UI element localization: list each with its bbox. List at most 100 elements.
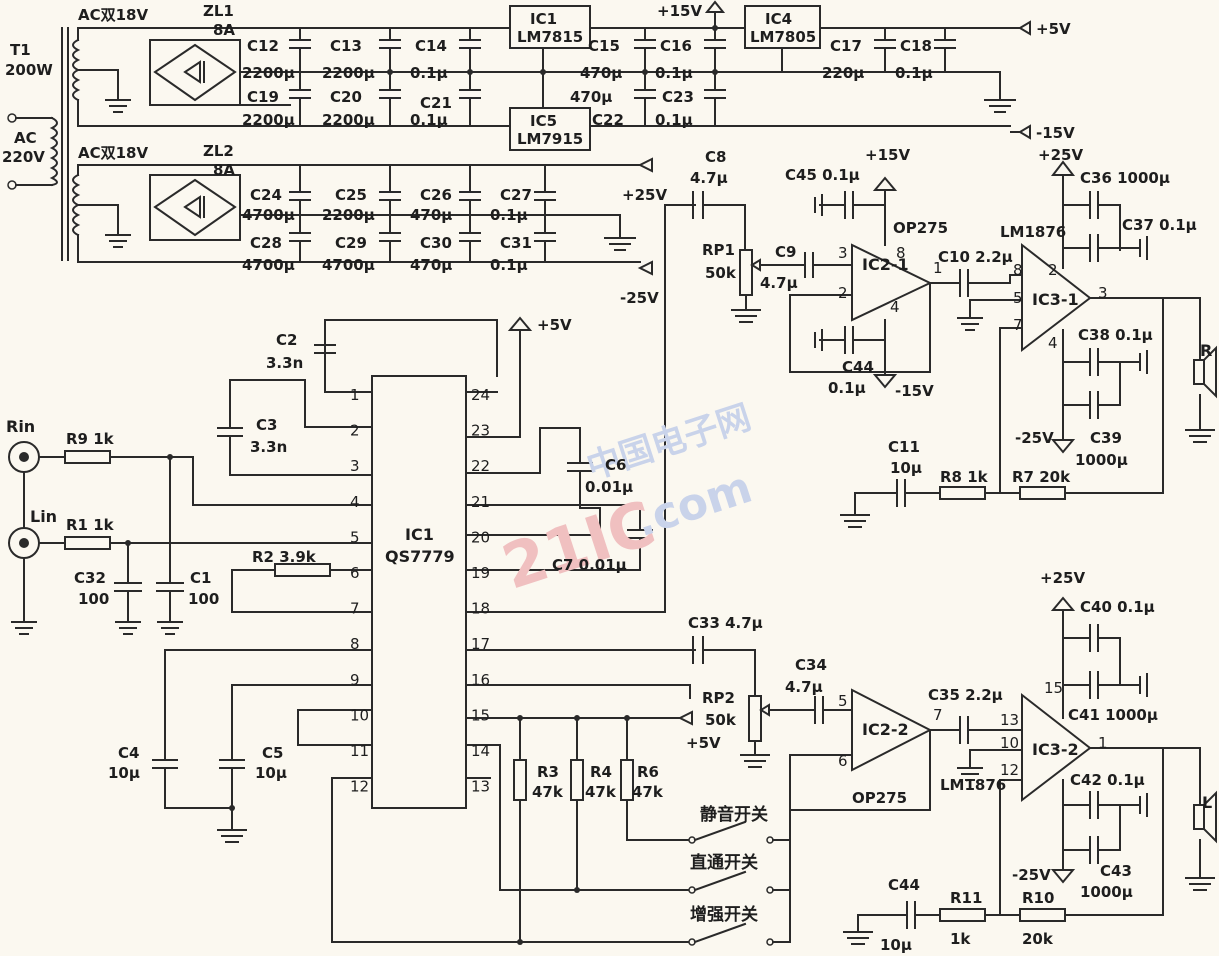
cap-c36 [1062, 191, 1121, 251]
cap-c8 [692, 191, 704, 219]
c34-ref: C34 [795, 656, 827, 674]
speaker-l-label: L [1202, 793, 1212, 812]
amp-pin-number: 1 [1098, 734, 1108, 752]
amp-pin-number: 4 [1048, 334, 1058, 352]
transformer-name: T1 [10, 41, 31, 59]
c1-val: 100 [188, 590, 219, 608]
c29-val: 4700μ [322, 256, 375, 274]
amp-r-m25: -25V [1015, 429, 1054, 447]
c42-label: C42 0.1μ [1070, 771, 1145, 789]
amp-pin-number: 5 [838, 692, 848, 710]
reg-ic5-name: IC5 [530, 112, 557, 130]
pin15-p5-label: +5V [686, 734, 721, 752]
c44r-ref: C44 [842, 358, 874, 376]
amp-pin-number: 1 [933, 259, 943, 277]
amp-pin-number: 15 [1044, 679, 1063, 697]
resistor-r10 [1019, 908, 1066, 922]
resistor-r3 [513, 759, 527, 801]
c16-val: 0.1μ [655, 64, 693, 82]
amp-pin-number: 12 [1000, 761, 1019, 779]
supply2-cap-bank [289, 164, 636, 263]
c17-ref: C17 [830, 37, 862, 55]
c19-ref: C19 [247, 88, 279, 106]
c28-val: 4700μ [242, 256, 295, 274]
supply1-cap-bank [289, 25, 1016, 127]
bridge1-name: ZL1 [203, 2, 234, 20]
amp-pin-number: 8 [896, 244, 906, 262]
watermark-domain: .com [629, 462, 758, 547]
transformer-core [61, 27, 69, 261]
r8-label: R8 1k [940, 468, 989, 486]
c5-val: 10μ [255, 764, 287, 782]
reg-ic5-part: LM7915 [517, 130, 583, 148]
bridge-rectifier-1 [149, 39, 241, 106]
r6-ref: R6 [637, 763, 659, 781]
c26-val: 470μ [410, 206, 452, 224]
cap-c35 [959, 716, 969, 744]
c20-ref: C20 [330, 88, 362, 106]
speaker-r-label: R [1200, 341, 1212, 360]
bridge2-rating: 8A [213, 161, 235, 179]
amp-pin-number: 2 [1048, 261, 1058, 279]
switch-mute[interactable] [688, 759, 791, 844]
r11-ref: R11 [950, 889, 982, 907]
ic-qs7779-part: QS7779 [385, 547, 455, 566]
c37-label: C37 0.1μ [1122, 216, 1197, 234]
ac-voltage: 220V [2, 148, 45, 166]
qs7779-pin-left-11: 11 [350, 742, 369, 760]
plus5v-pin15-arrow [465, 710, 693, 726]
speaker-r [1193, 359, 1205, 385]
cap-c37 [1062, 234, 1148, 262]
c45-label: C45 0.1μ [785, 166, 860, 184]
r9-label: R9 1k [66, 430, 115, 448]
amp-pin-number: 7 [1013, 316, 1023, 334]
c34-val: 4.7μ [785, 678, 823, 696]
minus15v-arrow [1010, 124, 1031, 140]
c30-ref: C30 [420, 234, 452, 252]
c25-val: 2200μ [322, 206, 375, 224]
ic-qs7779-name: IC1 [405, 525, 434, 544]
amp-ic3-2 [1021, 692, 1092, 803]
speaker-l [1193, 804, 1205, 830]
qs7779-pin-left-12: 12 [350, 778, 369, 796]
cap-c38 [1062, 348, 1148, 376]
plus5v-arrow [1010, 20, 1031, 36]
c14-val: 0.1μ [410, 64, 448, 82]
amp-ic3-2-label: IC3-2 [1032, 740, 1079, 759]
opamp-ic2-1-label: IC2-1 [862, 255, 909, 274]
amp-pin-number: 8 [1013, 261, 1023, 279]
cap-c5 [217, 684, 373, 843]
c16-ref: C16 [660, 37, 692, 55]
switch-enhance[interactable] [688, 889, 791, 946]
cap-c10 [959, 269, 969, 297]
op-r-m15: -15V [895, 382, 934, 400]
amp-pin-number: 4 [890, 298, 900, 316]
rail-p25: +25V [622, 186, 667, 204]
cap-c41 [1062, 671, 1148, 699]
ac-input-terminal-bottom [7, 180, 17, 190]
c27-val: 0.1μ [490, 206, 528, 224]
opamp-ic2-1 [851, 243, 933, 322]
pin23-5v [465, 316, 533, 438]
amp-ic3-1 [1021, 242, 1092, 353]
cap-c44-r [819, 326, 886, 354]
c39-ref: C39 [1090, 429, 1122, 447]
c2-val: 3.3n [266, 354, 303, 372]
lm1876-plus25v-r [1050, 160, 1076, 269]
c9-val: 4.7μ [760, 274, 798, 292]
cap-c42 [1062, 791, 1148, 819]
input-lin: Lin [30, 507, 57, 526]
cap-c45 [819, 191, 886, 219]
amp-l-m25: -25V [1012, 866, 1051, 884]
c38-label: C38 0.1μ [1078, 326, 1153, 344]
r7-label: R7 20k [1012, 468, 1071, 486]
c24-val: 4700μ [242, 206, 295, 224]
cap-c43 [1062, 804, 1121, 864]
r3-ref: R3 [537, 763, 559, 781]
qs7779-pin-left-6: 6 [350, 564, 360, 582]
r2-label: R2 3.9k [252, 548, 317, 566]
rail-p5: +5V [1036, 20, 1071, 38]
c41-label: C41 1000μ [1068, 706, 1158, 724]
rail-p15: +15V [657, 2, 702, 20]
opamp-ic2-2-label: IC2-2 [862, 720, 909, 739]
